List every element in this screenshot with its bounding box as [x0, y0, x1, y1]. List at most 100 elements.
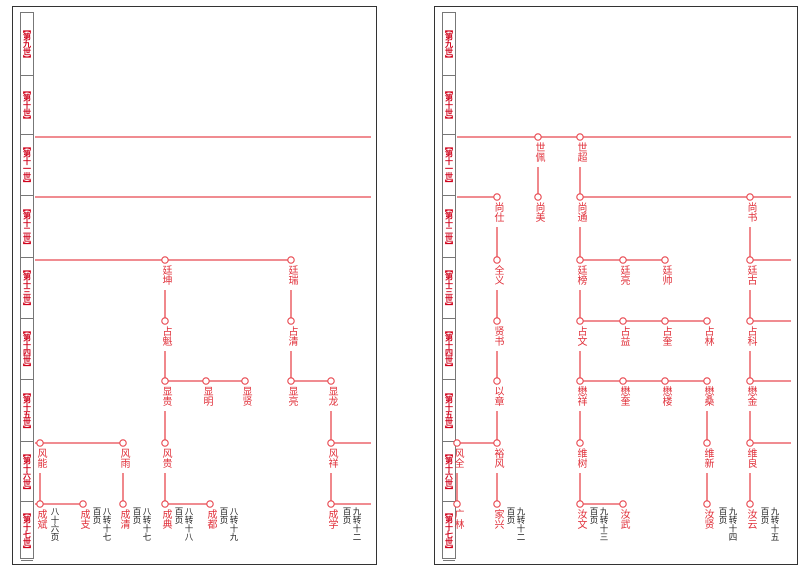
page-reference-l5: 八转十九百页 [218, 507, 238, 541]
member-name-zhanke: 占科 [745, 326, 756, 346]
generation-label-17: 【第十七世】 [21, 501, 33, 561]
member-node [287, 317, 295, 325]
generation-text: 【第十七世】 [22, 508, 33, 553]
member-node [703, 500, 711, 508]
generation-column: 【第九世】【第十世】【第十一世】【第十二世】【第十三世】【第十四世】【第十五世】… [20, 12, 34, 561]
member-node [576, 193, 584, 201]
member-name-shangshi: 尚仕 [492, 202, 503, 222]
generation-label-9: 【第九世】 [443, 13, 455, 76]
member-name-tingkun: 廷坤 [160, 265, 171, 285]
member-name-fenggui: 风贵 [160, 448, 171, 468]
member-name-weixin: 维新 [702, 448, 713, 468]
page-reference-r1: 九转十二百页 [505, 507, 525, 541]
member-name-fengyu: 风雨 [118, 448, 129, 468]
member-name-xianshu: 贤书 [492, 326, 503, 346]
member-node [619, 317, 627, 325]
generation-text: 【第十世】 [444, 85, 455, 124]
generation-label-12: 【第十二世】 [21, 195, 33, 258]
member-name-xianlong: 显龙 [326, 386, 337, 406]
generation-label-10: 【第十世】 [443, 75, 455, 135]
generation-label-11: 【第十一世】 [21, 134, 33, 196]
member-name-ruwu: 汝武 [618, 509, 629, 529]
generation-text: 【第十二世】 [22, 203, 33, 249]
member-name-maojin: 懋金 [745, 386, 756, 406]
generation-label-11: 【第十一世】 [443, 134, 455, 196]
page-reference-l6: 九转十二百页 [341, 507, 361, 541]
generation-text: 【第九世】 [444, 25, 455, 63]
member-name-zhanqing: 占清 [286, 326, 297, 346]
member-name-shangmei: 尚美 [533, 202, 544, 222]
member-node [703, 439, 711, 447]
member-node [576, 377, 584, 385]
generation-text: 【第十一世】 [444, 142, 455, 187]
member-name-yizhang: 以章 [492, 386, 503, 406]
member-name-shangtong: 尚通 [575, 202, 586, 222]
member-node [534, 133, 542, 141]
member-name-fengxiang: 风祥 [326, 448, 337, 468]
member-node [119, 439, 127, 447]
generation-label-14: 【第十四世】 [443, 318, 455, 380]
member-node [746, 500, 754, 508]
generation-text: 【第十七世】 [444, 508, 455, 553]
member-node [661, 377, 669, 385]
member-name-maokui: 懋奎 [618, 386, 629, 406]
member-name-tingliang: 廷亮 [618, 265, 629, 285]
member-node [161, 317, 169, 325]
member-name-tingrui: 廷瑞 [286, 265, 297, 285]
member-name-zhanwen: 占文 [575, 326, 586, 346]
member-name-zhankui: 占奎 [660, 326, 671, 346]
right-genealogy-page: 【第九世】【第十世】【第十一世】【第十二世】【第十三世】【第十四世】【第十五世】… [434, 6, 798, 565]
member-name-chengqing: 成清 [118, 509, 129, 529]
member-node [287, 377, 295, 385]
member-name-chengzhi: 成支 [78, 509, 89, 529]
member-name-shipei: 世佩 [533, 142, 544, 162]
member-node [161, 500, 169, 508]
page-reference-r4: 九转十五百页 [759, 507, 779, 541]
member-node [493, 377, 501, 385]
generation-label-17: 【第十七世】 [443, 501, 455, 561]
page-reference-l1: 八十六页 [49, 507, 59, 541]
member-node [202, 377, 210, 385]
member-node [619, 500, 627, 508]
member-name-chengdian: 成典 [160, 509, 171, 529]
generation-label-10: 【第十世】 [21, 75, 33, 135]
member-name-zhanlin: 占林 [702, 326, 713, 346]
generation-label-13: 【第十三世】 [443, 257, 455, 319]
member-node [327, 377, 335, 385]
generation-text: 【第十世】 [22, 85, 33, 124]
member-name-tingbang: 廷榜 [575, 265, 586, 285]
member-name-zhankui: 占魁 [160, 326, 171, 346]
page-reference-l4: 八转十八百页 [173, 507, 193, 541]
member-name-shichao: 世超 [575, 142, 586, 162]
generation-text: 【第十三世】 [22, 265, 33, 310]
member-node [493, 317, 501, 325]
member-node [79, 500, 87, 508]
generation-label-15: 【第十五世】 [443, 379, 455, 442]
member-name-weishu: 维树 [575, 448, 586, 468]
member-node [576, 500, 584, 508]
page-reference-r2: 九转十三百页 [588, 507, 608, 541]
member-name-fengneng: 风能 [35, 448, 46, 468]
member-node [576, 256, 584, 264]
member-node [453, 500, 461, 508]
generation-label-14: 【第十四世】 [21, 318, 33, 380]
member-name-weiliang: 维良 [745, 448, 756, 468]
member-node [661, 256, 669, 264]
member-name-xiangui: 显贵 [160, 386, 171, 406]
generation-text: 【第十五世】 [22, 387, 33, 433]
member-name-tinggu: 廷古 [745, 265, 756, 285]
generation-text: 【第十六世】 [22, 448, 33, 494]
member-name-chengbin: 成斌 [35, 509, 46, 529]
member-name-chengdu: 成都 [205, 509, 216, 529]
member-name-xianliang: 显亮 [286, 386, 297, 406]
member-node [619, 256, 627, 264]
member-name-xianxian: 显贤 [240, 386, 251, 406]
member-node [119, 500, 127, 508]
member-node [493, 256, 501, 264]
page-reference-l3: 八转十七百页 [131, 507, 151, 541]
member-node [241, 377, 249, 385]
generation-label-13: 【第十三世】 [21, 257, 33, 319]
generation-text: 【第十四世】 [22, 326, 33, 371]
member-name-fengquan: 风全 [452, 448, 463, 468]
generation-text: 【第十四世】 [444, 326, 455, 371]
